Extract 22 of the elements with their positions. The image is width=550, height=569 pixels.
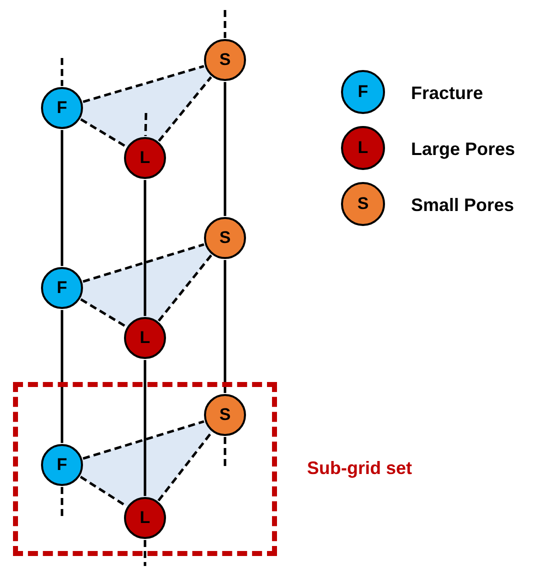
connector-line <box>60 130 64 266</box>
frame-label: Sub-grid set <box>307 457 412 480</box>
connector-line <box>224 260 226 393</box>
connector-line <box>144 180 146 316</box>
connector-line <box>144 360 146 496</box>
dashed-line <box>60 487 64 518</box>
dashed-line <box>82 65 204 103</box>
dashed-line <box>158 76 212 142</box>
dashed-line <box>60 58 64 86</box>
dashed-line <box>82 243 204 283</box>
dashed-line <box>224 10 226 38</box>
dashed-line <box>144 112 148 136</box>
node-caption: Fracture <box>411 82 484 105</box>
dashed-line <box>82 420 204 460</box>
connector-line <box>60 310 64 443</box>
node-caption: Large Pores <box>411 138 516 161</box>
dashed-line <box>144 540 146 566</box>
dashed-line <box>224 437 226 466</box>
node-caption: Small Pores <box>411 194 514 217</box>
sub-grid-frame <box>13 382 277 556</box>
dashed-line <box>158 254 212 322</box>
connector-line <box>224 82 226 216</box>
